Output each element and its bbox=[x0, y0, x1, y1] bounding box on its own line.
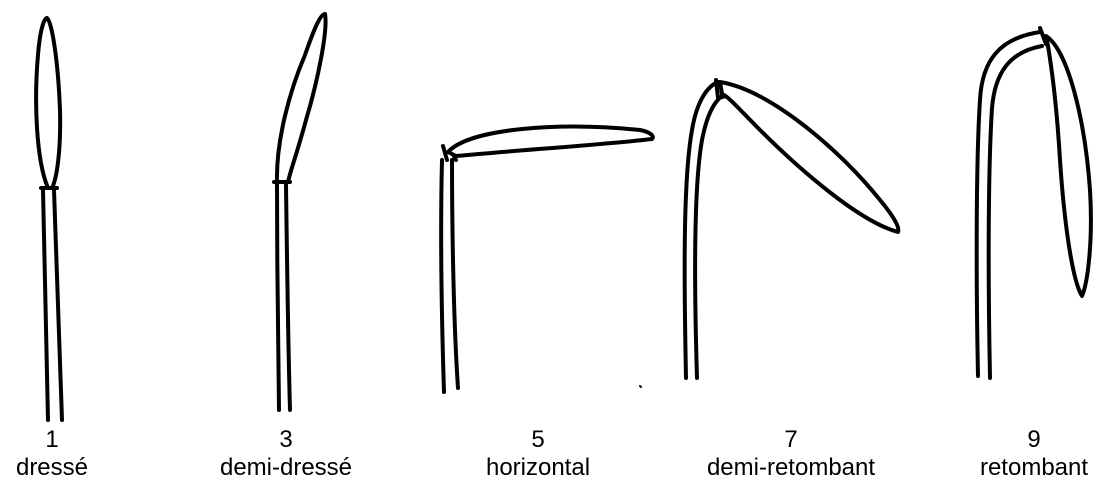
plant-9-leaf bbox=[1046, 36, 1091, 296]
plant-3-stem bbox=[277, 185, 290, 410]
stage-7-label: demi-retombant bbox=[691, 454, 891, 482]
plant-5-leaf bbox=[448, 127, 653, 156]
stage-5-number: 5 bbox=[438, 426, 638, 454]
plant-1-leaf bbox=[36, 18, 60, 188]
plant-3-leaf bbox=[277, 14, 326, 182]
stage-7-number: 7 bbox=[691, 426, 891, 454]
caption-1: 1 dressé bbox=[0, 426, 152, 482]
stage-1-label: dressé bbox=[0, 454, 152, 482]
caption-9: 9 retombant bbox=[934, 426, 1099, 482]
plant-1-stem bbox=[43, 190, 62, 420]
plant-5-stem bbox=[441, 160, 458, 392]
plant-7-semi-drooping bbox=[685, 80, 899, 378]
stage-3-label: demi-dressé bbox=[186, 454, 386, 482]
plant-5-horizontal bbox=[441, 127, 653, 392]
stage-9-label: retombant bbox=[934, 454, 1099, 482]
caption-3: 3 demi-dressé bbox=[186, 426, 386, 482]
plant-1-erect bbox=[36, 18, 62, 420]
plant-3-semi-erect bbox=[274, 14, 326, 410]
plant-7-stem bbox=[685, 82, 722, 378]
stray-mark bbox=[640, 386, 641, 387]
caption-7: 7 demi-retombant bbox=[691, 426, 891, 482]
caption-5: 5 horizontal bbox=[438, 426, 638, 482]
stage-1-number: 1 bbox=[0, 426, 152, 454]
plant-9-drooping bbox=[977, 28, 1091, 378]
stage-5-label: horizontal bbox=[438, 454, 638, 482]
plant-9-stem bbox=[977, 32, 1042, 378]
stage-9-number: 9 bbox=[934, 426, 1099, 454]
stage-3-number: 3 bbox=[186, 426, 386, 454]
plant-7-leaf bbox=[720, 82, 898, 232]
